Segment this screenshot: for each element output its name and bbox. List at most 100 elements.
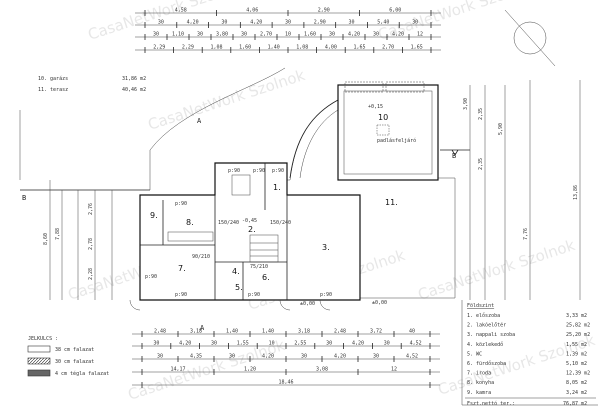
dimension-label: 4,20 [250, 20, 262, 26]
dimension-label: 4,00 [325, 45, 337, 51]
dimension-label: 30 [373, 354, 379, 360]
svg-text:38 cm falazat: 38 cm falazat [55, 347, 94, 353]
dimension-label: 30 [329, 32, 335, 38]
svg-text:JELKULCS :: JELKULCS : [28, 336, 58, 342]
svg-text:3,90: 3,90 [463, 98, 469, 110]
svg-text:CasaNetWork Szolnok: CasaNetWork Szolnok [416, 236, 578, 304]
dimension-label: 40 [409, 329, 415, 335]
dimension-label: 1,08 [296, 45, 308, 51]
dimension-label: 2,70 [382, 45, 394, 51]
svg-text:p:90: p:90 [175, 201, 187, 207]
dimension-label: 1,40 [226, 329, 238, 335]
dimension-label: 4,35 [190, 354, 202, 360]
svg-text:A: A [200, 324, 205, 332]
svg-text:13,86: 13,86 [573, 185, 579, 200]
svg-text:B: B [22, 194, 26, 202]
terrace-11: 11. ±0,00 [284, 99, 456, 306]
svg-text:8,60: 8,60 [43, 233, 49, 245]
dimension-label: 30 [157, 354, 163, 360]
svg-text:p:90: p:90 [272, 168, 284, 174]
right-dimension-chains: 3,90 2,35 5,90 13,86 7,76 2,35 [463, 80, 581, 300]
svg-text:-0,45: -0,45 [242, 218, 257, 224]
dimension-label: 2,29 [182, 45, 194, 51]
room-row-label: 5. WC [467, 351, 482, 357]
dimension-label: 1,65 [353, 45, 365, 51]
svg-text:40,46 m2: 40,46 m2 [122, 87, 146, 93]
svg-text:2,35: 2,35 [478, 108, 484, 120]
svg-text:150/240: 150/240 [218, 220, 239, 226]
dimension-label: 30 [197, 32, 203, 38]
room-row-label: 7. iroda [467, 371, 491, 377]
svg-text:4 cm tégla falazat: 4 cm tégla falazat [55, 370, 109, 377]
site-boundary [149, 67, 286, 190]
svg-text:8.: 8. [186, 218, 194, 227]
svg-text:p:90: p:90 [175, 292, 187, 298]
dimension-label: 30 [326, 341, 332, 347]
svg-text:Fszt.nettó ter.:: Fszt.nettó ter.: [467, 400, 515, 407]
svg-text:±0,00: ±0,00 [300, 301, 315, 307]
dimension-label: 1,40 [262, 329, 274, 335]
svg-text:11.: 11. [385, 198, 398, 207]
dimension-label: 2,48 [154, 329, 166, 335]
dimension-label: 4,06 [246, 8, 258, 14]
svg-text:2.: 2. [248, 225, 256, 234]
dimension-label: 1,60 [239, 45, 251, 51]
dimension-label: 4,52 [410, 341, 422, 347]
dimension-label: 30 [158, 20, 164, 26]
dimension-label: 30 [412, 20, 418, 26]
svg-text:padlásfeljáró: padlásfeljáró [377, 137, 416, 144]
legend-swatch-30cm [27, 357, 51, 365]
svg-text:±0,00: ±0,00 [372, 300, 387, 306]
dimension-label: 4,20 [392, 32, 404, 38]
svg-text:7,76: 7,76 [523, 228, 529, 240]
room-row-label: 4. közlekedő [467, 342, 503, 348]
dimension-label: 30 [285, 20, 291, 26]
outdoor-area-list: 10. garázs 31,86 m2 11. terasz 40,46 m2 [38, 75, 146, 93]
dimension-label: 3,80 [216, 32, 228, 38]
left-dimension-chains: 8,60 7,88 2,76 2,78 2,28 [19, 110, 113, 300]
dimension-label: 4,20 [334, 354, 346, 360]
dimension-label: 2,90 [318, 8, 330, 14]
dimension-label: 2,48 [334, 329, 346, 335]
dimension-label: 2,90 [314, 20, 326, 26]
svg-text:p:90: p:90 [253, 168, 265, 174]
dimension-label: 4,20 [262, 354, 274, 360]
dimension-label: 30 [229, 354, 235, 360]
dimension-label: 3,18 [190, 329, 202, 335]
dining-table [231, 174, 251, 196]
legend-swatch-brick [27, 369, 51, 377]
dimension-label: 30 [349, 20, 355, 26]
svg-text:5.: 5. [235, 283, 243, 292]
dimension-label: 5,40 [377, 20, 389, 26]
room-row-area: 8,05 m2 [566, 380, 587, 386]
svg-text:90/210: 90/210 [192, 254, 210, 260]
room-row-area: 5,10 m2 [566, 361, 587, 367]
svg-text:10: 10 [378, 113, 388, 122]
dimension-label: 2,29 [153, 45, 165, 51]
room-row-area: 1,55 m2 [566, 342, 587, 348]
dimension-label: 30 [221, 20, 227, 26]
svg-text:A: A [197, 117, 202, 125]
dimension-label: 30 [241, 32, 247, 38]
dimension-label: 4,52 [406, 354, 418, 360]
room-row-area: 25,20 m2 [566, 332, 590, 338]
dimension-label: 30 [384, 341, 390, 347]
dimension-label: 1,65 [411, 45, 423, 51]
dimension-label: 30 [373, 32, 379, 38]
house-ground-floor: 1. 2. 3. 4. 5. 6. 7. 8. 9. -0,45 ±0,00 p… [129, 162, 361, 311]
room-row-area: 25,82 m2 [566, 323, 590, 329]
dimension-label: 1,60 [304, 32, 316, 38]
dimension-label: 4,20 [348, 32, 360, 38]
svg-text:4.: 4. [232, 267, 240, 276]
legend: JELKULCS : 38 cm falazat 30 cm falazat 4… [27, 336, 109, 377]
room-row-label: 3. nappali szoba [467, 332, 515, 338]
svg-text:150/240: 150/240 [270, 220, 291, 226]
dimension-label: 30 [153, 32, 159, 38]
garage-10: 10 padlásfeljáró +0,15 [337, 81, 439, 181]
svg-text:7.: 7. [178, 264, 186, 273]
svg-text:9.: 9. [150, 211, 158, 220]
svg-text:2,35: 2,35 [478, 158, 484, 170]
